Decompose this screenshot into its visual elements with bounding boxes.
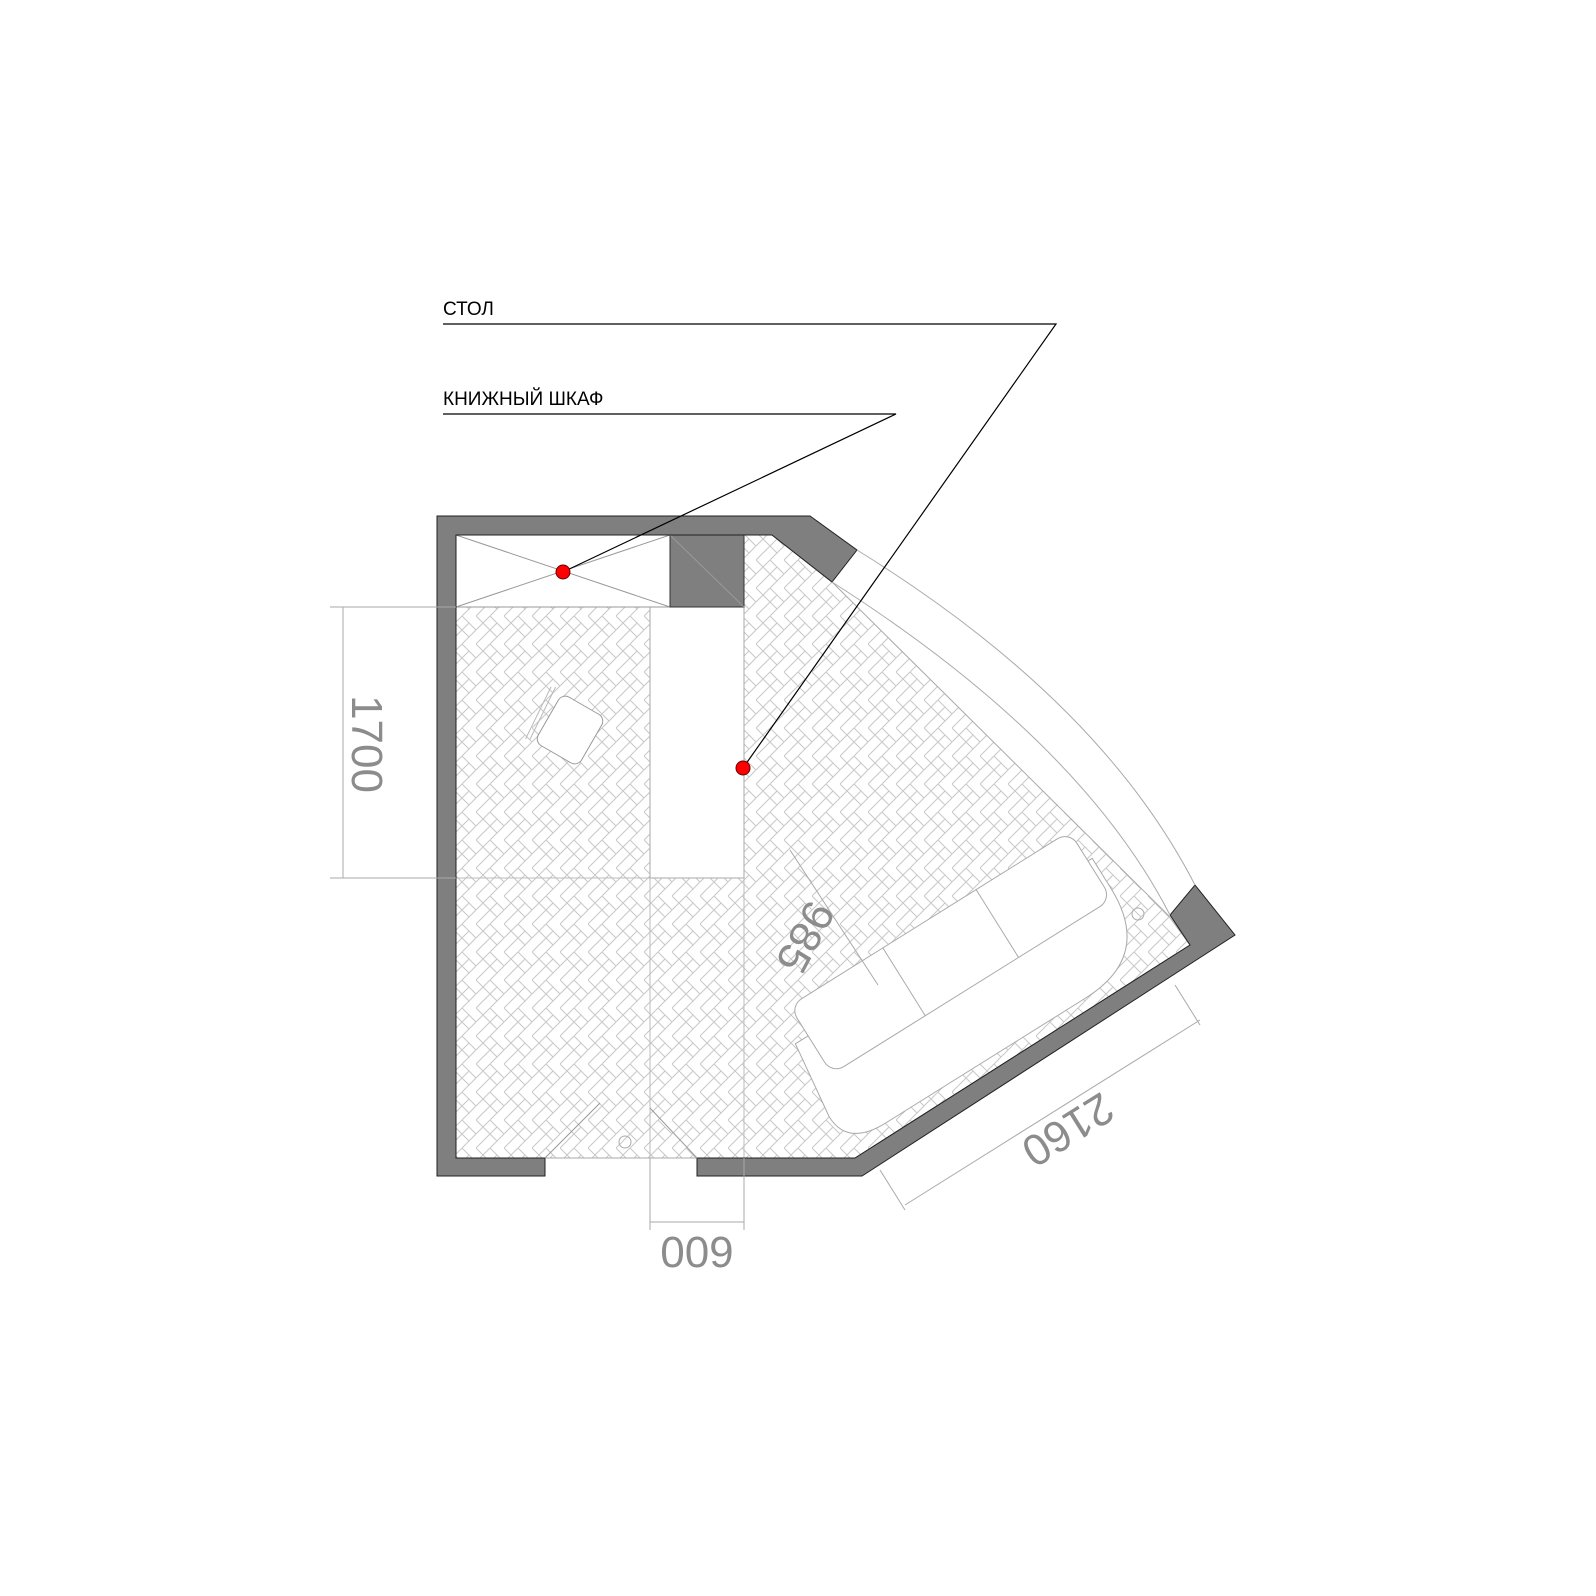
dimension-985 [789,849,879,986]
chair [525,686,604,765]
door-leaf [544,1102,601,1159]
callout-leader-bookshelf [443,413,897,573]
dimension-1700 [330,606,456,879]
column-block [669,534,745,608]
desk [649,606,745,879]
dimension-label-600: 600 [660,1227,733,1276]
outlet-icon [618,1135,632,1149]
door-leaf [649,1107,698,1159]
wall-top-left [436,515,858,1177]
dimension-label-1700: 1700 [342,695,391,793]
window-arc [856,549,1196,886]
sofa [794,836,1128,1134]
dimension-2160 [879,984,1201,1211]
callout-marker-bookshelf [555,564,571,580]
callout-leader-desk [443,323,1058,769]
window-arc [831,581,1171,916]
dimension-600 [649,1158,745,1230]
callout-label-bookshelf: КНИЖНЫЙ ШКАФ [443,388,603,410]
dimension-label-2160: 2160 [1013,1083,1122,1176]
callout-marker-desk [735,760,751,776]
outlet-icon [1131,907,1145,921]
callout-label-desk: СТОЛ [443,299,494,320]
